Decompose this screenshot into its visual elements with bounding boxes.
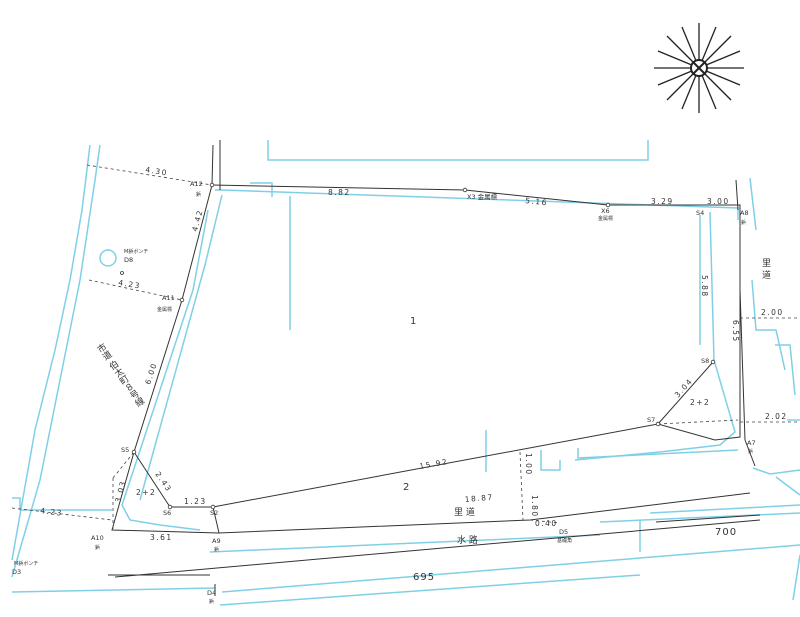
point-s6: S6	[163, 509, 171, 517]
survey-points	[120, 182, 716, 510]
point-a11: A11	[162, 294, 175, 302]
point-d5-sub: 基礎角	[557, 537, 572, 544]
dim-243: 2.43	[153, 470, 173, 494]
point-d3: D3	[12, 568, 21, 576]
lot-695: 695	[413, 572, 435, 583]
point-a9-sub: 鋲	[214, 546, 219, 553]
manhole-circle	[99, 249, 117, 267]
point-d8-name: M鋲ボンチ	[124, 248, 148, 255]
dim-303: 3.03	[113, 479, 128, 503]
dimension-lines	[11, 164, 800, 530]
dim-2p2b: 2+2	[136, 488, 156, 497]
dim-430: 4.30	[145, 165, 169, 177]
point-a7: A7	[747, 439, 756, 447]
point-s8: S8	[701, 357, 709, 365]
point-a7-sub: 鋲	[748, 448, 753, 455]
parcel-boundary	[108, 140, 761, 596]
point-s7: S7	[647, 416, 655, 424]
point-a10: A10	[91, 534, 104, 542]
dim-1887: 18.87	[464, 493, 494, 504]
point-x6: X6	[601, 207, 610, 215]
dim-423a: 4.23	[118, 278, 142, 290]
dim-423b: 4.23	[40, 506, 64, 518]
point-d4: D4	[207, 589, 216, 597]
satomichi-label: 里 道	[454, 506, 475, 518]
dim-123: 1.23	[184, 497, 207, 506]
dim-200: 2.00	[761, 308, 784, 317]
dim-300: 3.00	[707, 197, 730, 206]
dim-361: 3.61	[150, 533, 173, 542]
dim-1592: 15.92	[419, 457, 449, 471]
parcel-1-label: 1	[410, 316, 417, 327]
dim-329: 3.29	[651, 197, 674, 206]
lot-700: 700	[715, 527, 737, 538]
point-x3: X3 金属標	[467, 192, 498, 201]
point-s2: S2	[210, 509, 218, 517]
point-a12-sub: 鋲	[196, 191, 201, 198]
dim-2p2a: 2+2	[690, 398, 710, 407]
point-a8-sub: 鋲	[741, 219, 746, 226]
point-s5: S5	[121, 446, 129, 454]
right-road-label: 里 道	[760, 258, 771, 280]
suiro-label: 水 路	[457, 534, 478, 546]
point-d3-name: M鋲ボンチ	[14, 560, 38, 567]
point-s4: S4	[696, 209, 704, 217]
point-x6-sub: 金属標	[598, 215, 613, 222]
point-d5: D5	[559, 528, 568, 536]
point-a9: A9	[212, 537, 221, 545]
dim-180: 1.80	[530, 495, 539, 518]
dim-100: 1.00	[524, 453, 533, 476]
point-a11-sub: 金属標	[157, 306, 172, 313]
dim-040: 0.40	[535, 519, 558, 528]
dim-655: 6.55	[731, 320, 740, 343]
point-d4-sub: 鋲	[209, 598, 214, 605]
point-a8: A8	[740, 209, 749, 217]
compass-rose-icon	[654, 23, 744, 113]
parcel-2-label: 2	[403, 482, 410, 493]
point-a12: A12	[190, 180, 203, 188]
dim-304: 3.04	[673, 376, 695, 399]
point-d8: D8	[124, 256, 133, 264]
dim-516: 5.16	[525, 196, 549, 207]
waterway-lines	[11, 140, 800, 606]
dim-588: 5.88	[700, 275, 709, 298]
dim-882: 8.82	[328, 188, 351, 197]
point-a10-sub: 鋲	[95, 544, 100, 551]
left-road-label: 市道 伯太町８号線	[93, 341, 145, 409]
dim-202: 2.02	[765, 412, 788, 421]
